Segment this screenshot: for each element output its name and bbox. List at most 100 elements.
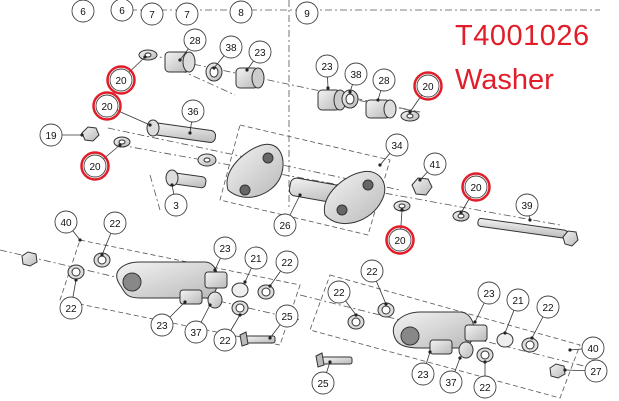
highlight-ring — [413, 71, 443, 101]
callout-number: 20 — [394, 236, 406, 247]
callout: 23 — [245, 40, 272, 72]
callout-bubble — [273, 213, 297, 237]
callout-bubble — [140, 2, 164, 26]
callout: 40 — [568, 336, 605, 360]
callout: 25 — [268, 304, 299, 340]
callout: 22 — [59, 278, 83, 320]
callout-bubble — [54, 210, 78, 234]
callout-bubble — [439, 370, 463, 394]
leader-dot — [143, 55, 147, 59]
leader-dot — [568, 348, 572, 352]
callout-bubble — [213, 236, 237, 260]
callout: 22 — [268, 250, 299, 288]
leader-dot — [384, 302, 388, 306]
leader-dot — [183, 300, 187, 304]
callout: 23 — [213, 236, 237, 272]
callout-number: 38 — [225, 43, 237, 54]
callout-bubble — [110, 0, 134, 22]
callout-number: 22 — [281, 258, 293, 269]
callout: 22 — [213, 313, 242, 352]
callout-washer-highlighted: 20 — [80, 143, 122, 181]
callout-bubble — [515, 193, 539, 217]
leader-dot — [170, 183, 174, 187]
callout-number: 22 — [366, 267, 378, 278]
callout-number: 27 — [590, 367, 602, 378]
callout-bubble — [295, 1, 319, 25]
callout-bubble — [59, 296, 83, 320]
callout-bubble — [184, 320, 208, 344]
callout: 25 — [311, 360, 335, 395]
callout-bubble — [83, 154, 107, 178]
callout-number: 7 — [184, 10, 190, 21]
leader-dot — [428, 350, 432, 354]
callout: 36 — [181, 99, 205, 135]
leader-dot — [400, 208, 404, 212]
callout: 28 — [178, 28, 207, 62]
leader-dot — [458, 356, 462, 360]
callout-bubble — [219, 35, 243, 59]
callout-number: 22 — [109, 219, 121, 230]
callout-number: 22 — [65, 304, 77, 315]
leader-dot — [503, 331, 507, 335]
callout: 37 — [439, 356, 463, 394]
callout-number: 6 — [119, 6, 125, 17]
callout-bubble — [416, 74, 440, 98]
callout-bubble — [213, 328, 237, 352]
callout-number: 8 — [238, 8, 244, 19]
callout: 21 — [243, 246, 268, 284]
callout-bubble — [150, 313, 174, 337]
callout: 22 — [360, 259, 388, 306]
callout-number: 3 — [173, 201, 179, 212]
highlight-ring — [80, 151, 110, 181]
callout-number: 25 — [281, 312, 293, 323]
leader-dot — [528, 218, 532, 222]
callout-number: 23 — [417, 370, 429, 381]
callout: 22 — [327, 280, 358, 317]
callout-bubble — [164, 193, 188, 217]
callout-number: 22 — [219, 336, 231, 347]
callout-number: 20 — [89, 162, 101, 173]
parts-left-assembly — [21, 251, 276, 347]
leader-dot — [408, 110, 412, 114]
callout: 3 — [164, 183, 188, 217]
callout-number: 28 — [189, 36, 201, 47]
callout-bubble — [275, 250, 299, 274]
callout-bubble — [183, 28, 207, 52]
leader-dot — [188, 131, 192, 135]
callout-bubble — [39, 123, 63, 147]
leader-dot — [212, 66, 216, 70]
callout-bubble — [248, 40, 272, 64]
callout: 22 — [530, 295, 560, 340]
part-name-label: Washer — [455, 64, 554, 96]
callout-bubble — [103, 211, 127, 235]
callout: 27 — [563, 359, 608, 383]
callout-number: 23 — [254, 48, 266, 59]
callout-bubble — [181, 99, 205, 123]
leader-dot — [78, 238, 82, 242]
callout: 37 — [184, 303, 212, 344]
callout-number: 23 — [321, 62, 333, 73]
leader-dot — [238, 313, 242, 317]
part-number-label: T4001026 — [455, 20, 590, 52]
callout-bubble — [175, 2, 199, 26]
callout: 6 — [71, 0, 95, 23]
callout-bubble — [581, 336, 605, 360]
callout: 23 — [411, 350, 435, 386]
leader-dot — [245, 68, 249, 72]
callout: 38 — [212, 35, 243, 70]
callout-bubble — [315, 54, 339, 78]
callout-number: 25 — [317, 379, 329, 390]
callout: 39 — [515, 193, 539, 222]
callout-washer-highlighted: 20 — [106, 55, 147, 95]
callout-number: 22 — [542, 303, 554, 314]
callout-number: 7 — [149, 10, 155, 21]
highlight-ring — [385, 225, 415, 255]
leader-dot — [473, 320, 477, 324]
callout: 23 — [150, 300, 187, 337]
callout-bubble — [411, 362, 435, 386]
leader-dot — [328, 360, 332, 364]
callout: 23 — [473, 281, 501, 324]
callout: 7 — [175, 2, 199, 26]
callout-bubble — [344, 62, 368, 86]
